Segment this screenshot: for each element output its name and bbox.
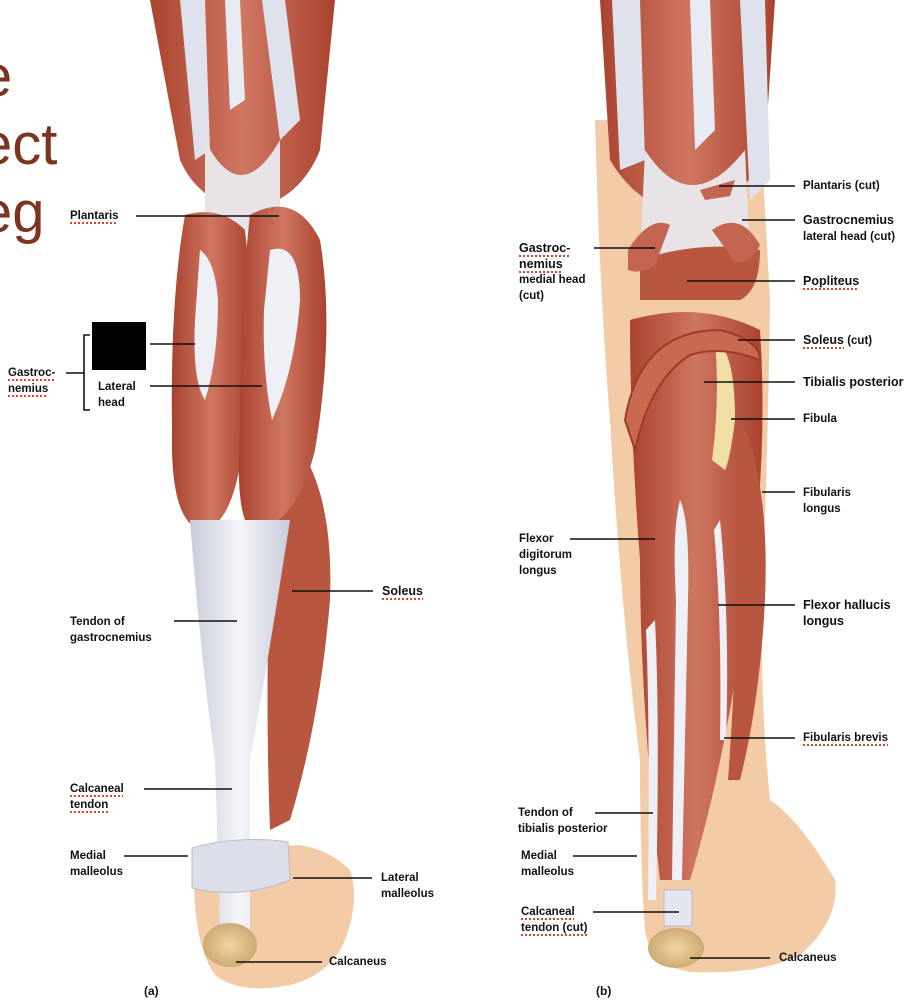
label-gastrocnemius-medial-sub: medial head (cut): [519, 274, 586, 302]
label-tibialis-posterior: Tibialis posterior: [803, 375, 904, 389]
label-calcaneal-word: Calcaneal tendon: [70, 783, 124, 811]
label-flexor-hallucis: Flexor hallucis longus: [803, 598, 891, 628]
label-gastrocnemius: Gastroc- nemius: [8, 367, 56, 395]
label-gastrocnemius-medial: Gastroc- nemius: [519, 241, 571, 271]
label-fibula: Fibula: [803, 413, 837, 425]
label-medial-malleolus-a: Medial malleolus: [70, 850, 124, 878]
label-fibularis-brevis: Fibularis brevis: [803, 730, 888, 746]
label-plantaris-cut: Plantaris (cut): [803, 180, 880, 192]
label-fibularis-longus: Fibularis longus: [803, 487, 851, 515]
panel-label-a: (a): [144, 984, 159, 998]
label-calcaneal-tendon-cut: Calcaneal tendon (cut): [521, 904, 587, 936]
soleus-cut-b: [623, 328, 762, 454]
label-lateral-malleolus: Lateral malleolus: [381, 872, 435, 900]
fibula-b: [712, 340, 735, 470]
label-medial-malleolus-b: Medial malleolus: [521, 850, 575, 878]
title-fragment-1: e: [0, 48, 12, 106]
label-calcaneal-tendon-cut-text: Calcaneal tendon (cut): [521, 906, 588, 934]
leg-b: [595, 0, 836, 973]
label-flexor-digitorum: Flexor digitorum longus: [519, 533, 573, 577]
calcaneal-tendon-cut-b: [663, 889, 693, 927]
label-fibularis-brevis-text: Fibularis brevis: [803, 732, 889, 744]
leader-lines-b: [570, 185, 795, 959]
label-gastrocnemius-lateral: Gastrocnemius: [803, 213, 895, 227]
popliteus-b: [640, 246, 760, 300]
label-calcaneus-a: Calcaneus: [329, 956, 387, 968]
label-soleus-cut: Soleus (cut): [803, 332, 872, 349]
label-soleus-word: Soleus: [803, 333, 844, 347]
leader-lines-a: [66, 215, 373, 963]
title-fragment-2: ect: [0, 112, 58, 177]
calcaneus-a: [203, 923, 257, 967]
leg-a: [150, 0, 354, 989]
label-calcaneal-tendon: Calcaneal tendon: [70, 781, 124, 813]
label-soleus-cut-suffix: (cut): [844, 335, 873, 347]
calcaneus-b: [648, 928, 704, 968]
label-soleus: Soleus: [382, 584, 423, 598]
label-lateral-head: Lateral head: [98, 381, 136, 409]
redaction-box: [92, 322, 146, 370]
label-tendon-tibialis: Tendon of tibialis posterior: [518, 807, 608, 835]
label-calcaneus-b: Calcaneus: [779, 952, 837, 964]
label-popliteus: Popliteus: [803, 274, 860, 288]
title-fragment-3: eg: [0, 180, 45, 245]
thigh-muscles-b: [600, 0, 775, 215]
calcaneal-tendon-a: [190, 520, 290, 930]
label-tendon-gastrocnemius: Tendon of gastrocnemius: [70, 616, 152, 644]
panel-label-b: (b): [596, 984, 612, 998]
label-gastrocnemius-lateral-sub: lateral head (cut): [803, 231, 896, 243]
label-plantaris: Plantaris: [70, 210, 119, 222]
fibularis-longus-b: [728, 420, 766, 780]
